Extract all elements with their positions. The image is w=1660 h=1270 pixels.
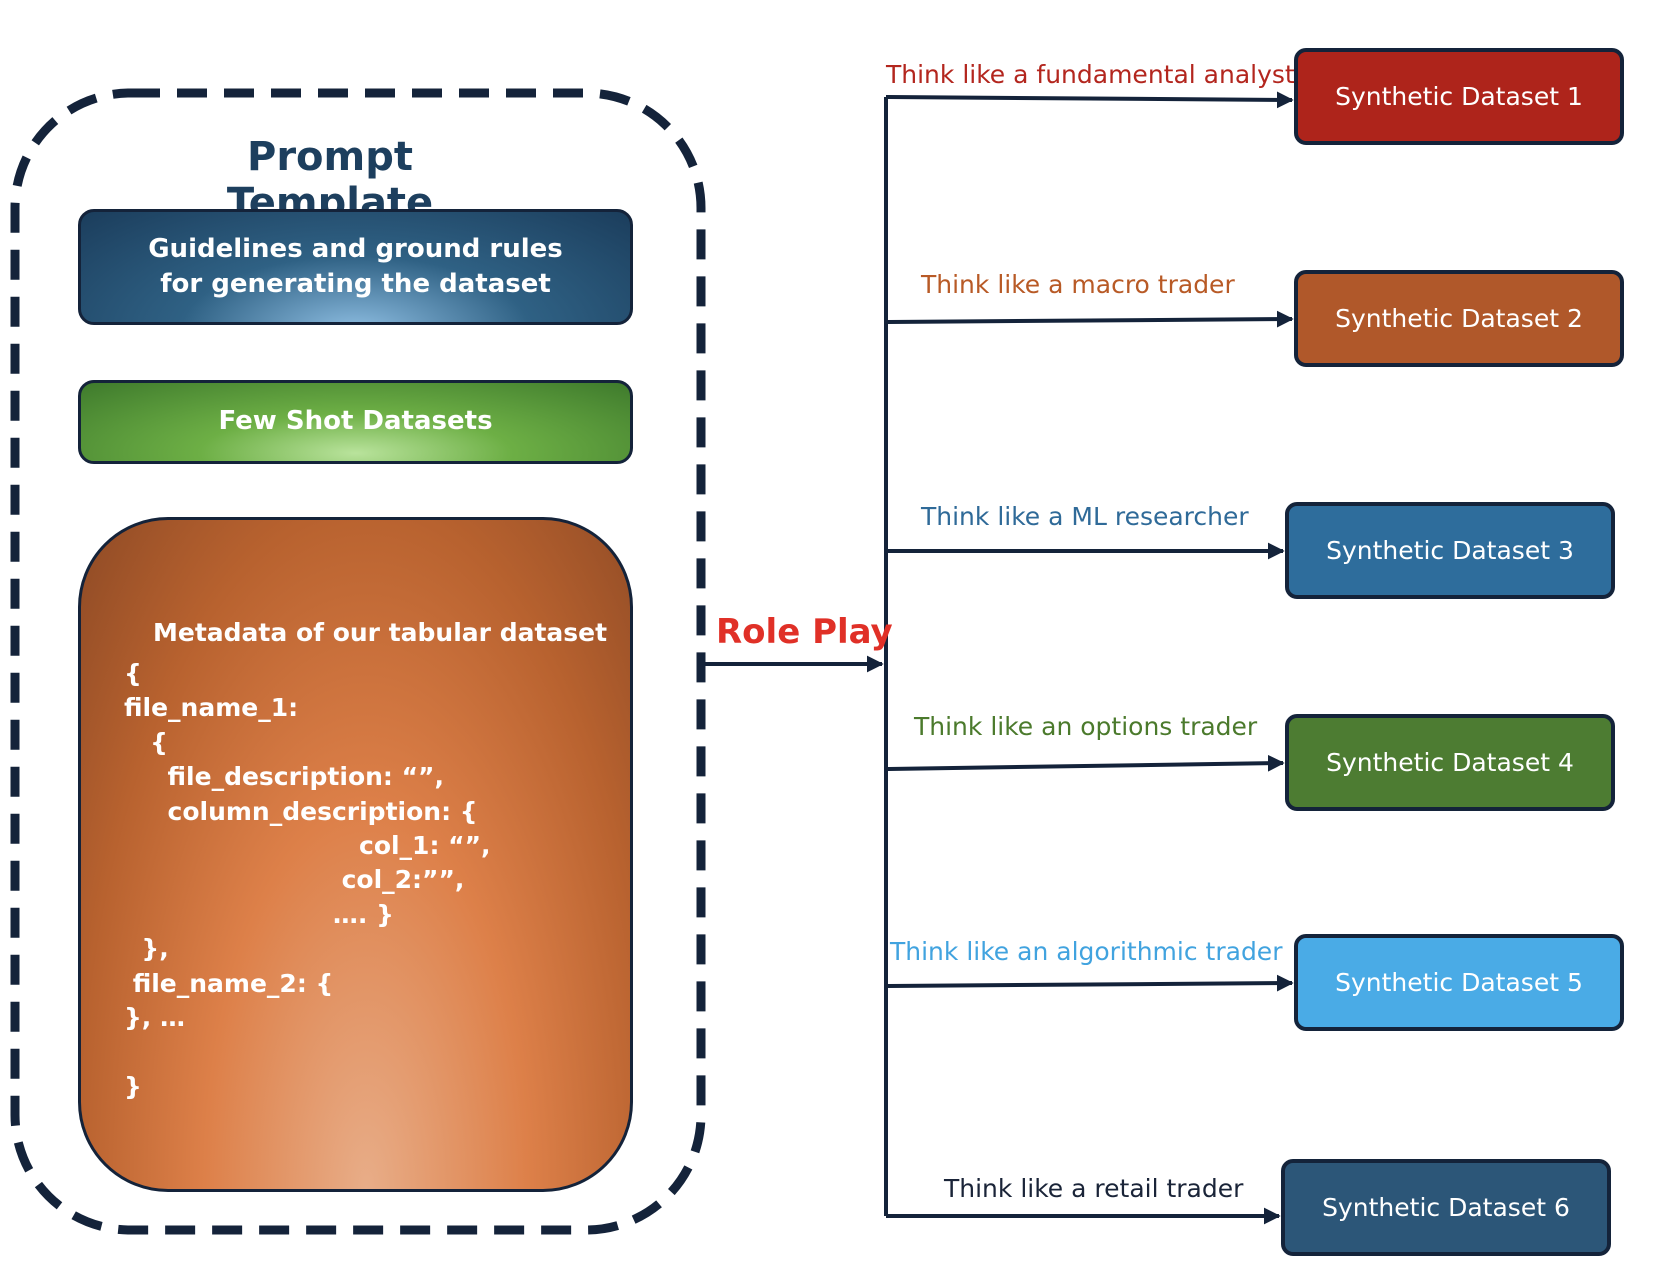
synthetic-dataset-5-box: Synthetic Dataset 5 [1294,934,1624,1031]
synthetic-dataset-4-label: Synthetic Dataset 4 [1326,748,1574,777]
branch-arrow-4 [885,754,1285,772]
role-label-4: Think like an options trader [914,712,1258,741]
few-shot-datasets-text: Few Shot Datasets [218,406,493,437]
branch-arrow-2 [885,310,1294,328]
synthetic-dataset-1-box: Synthetic Dataset 1 [1294,48,1624,145]
synthetic-dataset-5-label: Synthetic Dataset 5 [1335,968,1583,997]
metadata-schema-text: { file_name_1: { file_description: “”, c… [124,659,491,1101]
guidelines-text: Guidelines and ground rules for generati… [148,233,563,299]
few-shot-datasets-box: Few Shot Datasets [78,380,633,464]
synthetic-dataset-2-box: Synthetic Dataset 2 [1294,270,1624,367]
role-label-3: Think like a ML researcher [921,502,1249,531]
metadata-box: Metadata of our tabular dataset { file_n… [78,517,633,1192]
synthetic-dataset-6-box: Synthetic Dataset 6 [1281,1159,1611,1256]
synthetic-dataset-1-label: Synthetic Dataset 1 [1335,82,1583,111]
branch-arrow-5 [885,974,1294,992]
role-label-1: Think like a fundamental analyst [886,60,1295,89]
role-play-label: Role Play [716,612,893,652]
synthetic-dataset-2-label: Synthetic Dataset 2 [1335,304,1583,333]
role-label-2: Think like a macro trader [921,270,1235,299]
synthetic-dataset-3-box: Synthetic Dataset 3 [1285,502,1615,599]
synthetic-dataset-3-label: Synthetic Dataset 3 [1326,536,1574,565]
guidelines-box: Guidelines and ground rules for generati… [78,209,633,325]
synthetic-dataset-4-box: Synthetic Dataset 4 [1285,714,1615,811]
metadata-title: Metadata of our tabular dataset [153,618,608,647]
prompt-template-container [10,88,706,1235]
role-label-5: Think like an algorithmic trader [890,937,1283,966]
role-label-6: Think like a retail trader [944,1174,1244,1203]
branch-arrow-1 [885,91,1294,109]
synthetic-dataset-6-label: Synthetic Dataset 6 [1322,1193,1570,1222]
